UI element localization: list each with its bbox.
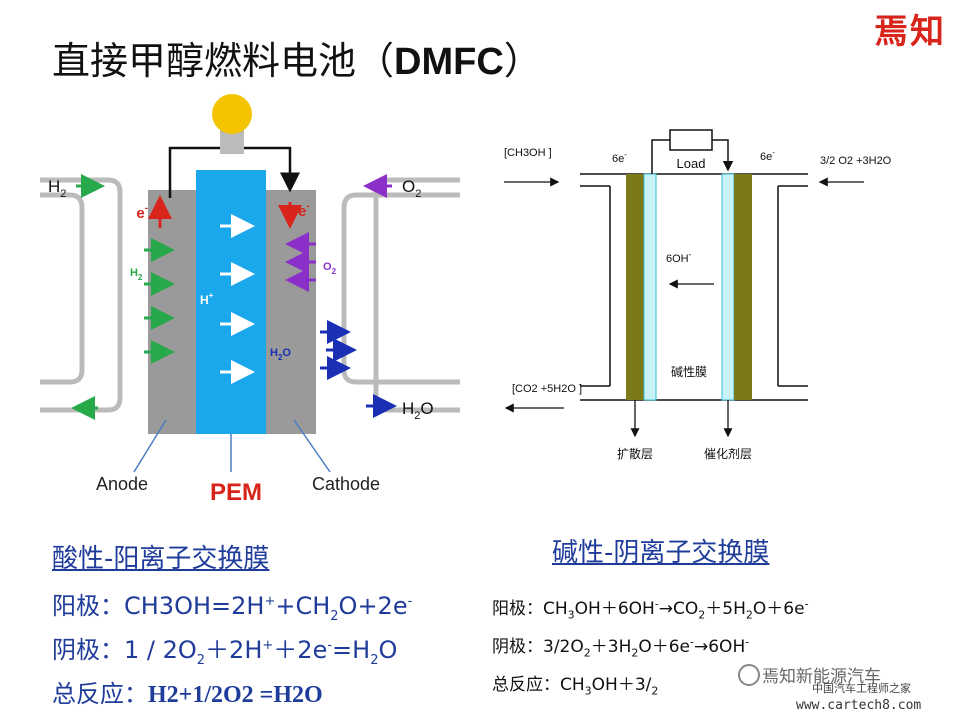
- h2o-outlet-label: H2O: [402, 399, 434, 422]
- alkaline-heading: 碱性-阴离子交换膜: [552, 538, 770, 568]
- anode-label: Anode: [96, 474, 148, 494]
- alkaline-total-eq: 总反应：CH3OH＋3/2: [492, 675, 659, 698]
- page-title: 直接甲醇燃料电池（DMFC）: [52, 39, 542, 83]
- e-right-label: e-: [298, 201, 310, 220]
- o2-inner-label: O2: [323, 261, 337, 276]
- wechat-icon: [738, 664, 760, 686]
- cathode-housing: [341, 192, 460, 385]
- acid-heading: 酸性-阳离子交换膜: [52, 544, 270, 574]
- cathode-label: Cathode: [312, 474, 380, 494]
- anode-diffusion-layer: [626, 174, 644, 400]
- oh-ion-label: 6OH-: [666, 250, 692, 265]
- anode-electrode: [148, 190, 196, 434]
- pem-label: PEM: [210, 479, 262, 506]
- o2-inlet-label: 3/2 O2 +3H2O: [820, 155, 892, 167]
- lightbulb-icon: [212, 94, 252, 134]
- brand-logo: 焉知: [874, 12, 946, 52]
- anode-housing-outer: [40, 177, 123, 413]
- alkaline-anode-eq: 阳极：CH3OH＋6OH-→CO2＋5H2O＋6e-: [492, 597, 809, 622]
- cathode-diffusion-layer: [734, 174, 752, 400]
- e-right-label: 6e-: [760, 148, 775, 163]
- anode-catalyst-layer: [643, 173, 657, 401]
- alkaline-cathode-eq: 阴极：3/2O2＋3H2O＋6e-→6OH-: [492, 635, 750, 660]
- cathode-catalyst-layer: [721, 173, 735, 401]
- catalyst-layer-label: 催化剂层: [704, 446, 752, 461]
- h2-inner-label: H2: [130, 267, 143, 282]
- ch3oh-inlet-label: [CH3OH ]: [504, 147, 552, 159]
- cathode-electrode: [266, 190, 316, 434]
- alkaline-fuel-cell-diagram: Load 6e- 6e- [CH3OH ] 3/2 O2 +3H2O 6OH- …: [504, 129, 892, 461]
- anode-housing: [40, 192, 85, 385]
- acid-fuel-cell-diagram: e- e- H2 H2 H+ O2 O2 H2O H2O Anode Catho…: [40, 94, 460, 506]
- hplus-label: H+: [200, 291, 214, 307]
- co2-outlet-label: [CO2 +5H2O ]: [512, 383, 582, 395]
- acid-cathode-eq: 阴极：1 / 2O2＋2H+＋2e-=H2O: [52, 636, 398, 668]
- e-left-label: 6e-: [612, 150, 627, 165]
- diffusion-layer-label: 扩散层: [617, 446, 653, 461]
- h2-inlet-label: H2: [48, 177, 66, 200]
- load-label: Load: [677, 156, 706, 171]
- e-left-label: e-: [136, 203, 148, 222]
- o2-inlet-label: O2: [402, 177, 421, 200]
- watermark-url: www.cartech8.com: [796, 698, 922, 713]
- cathode-housing-outer: [373, 177, 460, 413]
- watermark-tag: 中国汽车工程师之家: [812, 682, 911, 695]
- watermark-brand: 焉知新能源汽车: [762, 667, 881, 687]
- acid-anode-eq: 阳极：CH3OH=2H++CH2O+2e-: [52, 592, 413, 624]
- membrane-label: 碱性膜: [671, 365, 707, 379]
- load-box: [669, 129, 713, 151]
- acid-total-eq: 总反应：H2+1/2O2 =H2O: [52, 680, 323, 708]
- h2o-inner-label: H2O: [270, 347, 291, 362]
